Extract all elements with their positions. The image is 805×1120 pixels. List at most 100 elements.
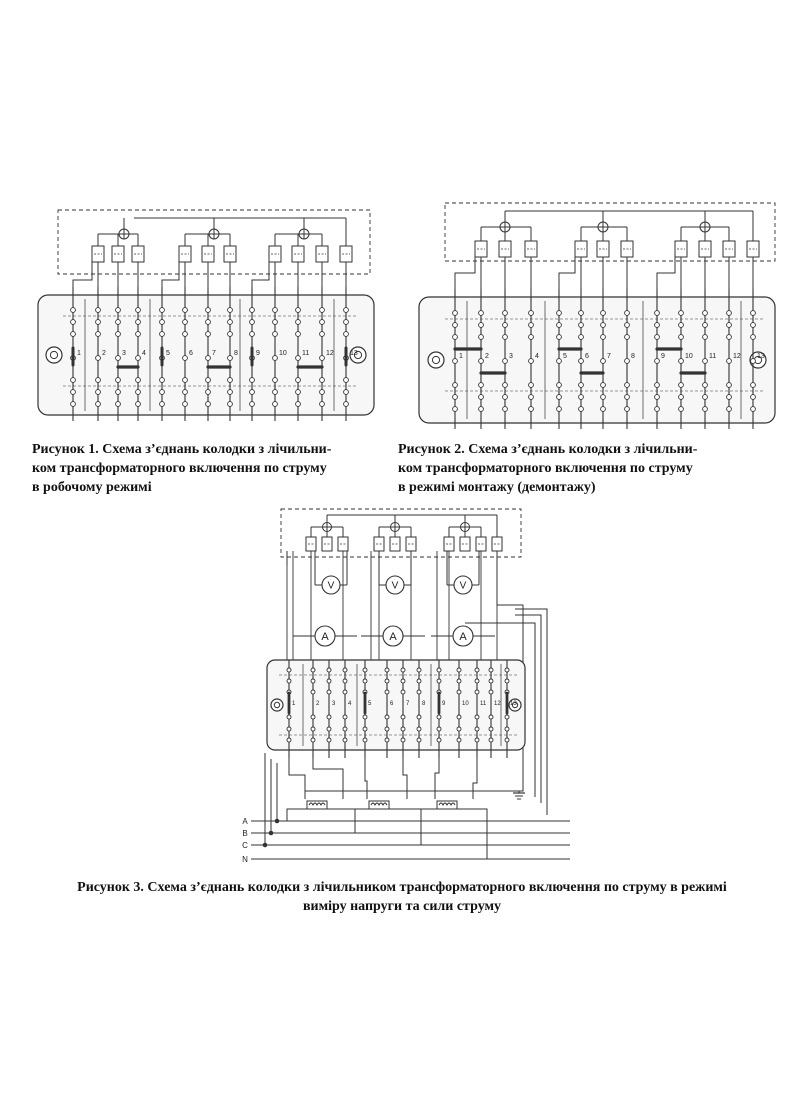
caption-line: Рисунок 2. Схема з’єднань колодки з лічи… bbox=[398, 442, 698, 457]
terminal-contact bbox=[342, 714, 348, 720]
terminal-contact bbox=[654, 358, 660, 364]
terminal-contact bbox=[726, 334, 732, 340]
terminal-contact bbox=[502, 382, 508, 388]
terminal-contact bbox=[159, 331, 165, 337]
voltmeter-symbol: V bbox=[328, 581, 335, 592]
terminal-contact bbox=[600, 322, 606, 328]
terminal-contact bbox=[205, 319, 211, 325]
terminal-contact bbox=[654, 310, 660, 316]
terminal-contact bbox=[205, 355, 211, 361]
terminal-contact bbox=[286, 737, 292, 743]
coil-element bbox=[321, 536, 333, 552]
mounting-hole-inner bbox=[273, 701, 281, 709]
terminal-contact bbox=[556, 310, 562, 316]
terminal-contact bbox=[342, 667, 348, 673]
terminal-contact bbox=[556, 382, 562, 388]
terminal-contact bbox=[478, 382, 484, 388]
terminal-contact bbox=[249, 331, 255, 337]
terminal-contact bbox=[319, 389, 325, 395]
terminal-contact bbox=[182, 331, 188, 337]
terminal-contact bbox=[159, 307, 165, 313]
voltmeter bbox=[321, 575, 341, 595]
terminal-contact bbox=[416, 726, 422, 732]
ground-wire bbox=[304, 790, 520, 799]
terminal-contact bbox=[600, 358, 606, 364]
terminal-contact bbox=[578, 406, 584, 412]
wire bbox=[434, 758, 440, 799]
terminal-contact bbox=[452, 334, 458, 340]
terminal-contact bbox=[750, 382, 756, 388]
terminal-number: 8 bbox=[631, 353, 635, 360]
terminal-contact bbox=[384, 667, 390, 673]
terminal-contact bbox=[504, 737, 510, 743]
terminal-contact bbox=[578, 334, 584, 340]
terminal-contact bbox=[272, 331, 278, 337]
terminal-contact bbox=[70, 331, 76, 337]
terminal-contact bbox=[205, 377, 211, 383]
terminal-contact bbox=[502, 322, 508, 328]
terminal-number: 4 bbox=[348, 701, 352, 707]
terminal-contact bbox=[556, 322, 562, 328]
phase-label: N bbox=[242, 855, 248, 864]
terminal-contact bbox=[400, 737, 406, 743]
terminal-contact bbox=[310, 667, 316, 673]
coil-element bbox=[373, 536, 385, 552]
terminal-contact bbox=[556, 334, 562, 340]
terminal-contact bbox=[362, 737, 368, 743]
terminal-contact bbox=[249, 377, 255, 383]
terminal-contact bbox=[726, 322, 732, 328]
terminal-contact bbox=[362, 667, 368, 673]
terminal-number: 6 bbox=[390, 701, 394, 707]
terminal-contact bbox=[478, 358, 484, 364]
terminal-contact bbox=[272, 389, 278, 395]
terminal-contact bbox=[384, 678, 390, 684]
terminal-number: 6 bbox=[189, 350, 193, 357]
terminal-number: 10 bbox=[685, 353, 693, 360]
terminal-contact bbox=[436, 678, 442, 684]
terminal-contact bbox=[384, 714, 390, 720]
wire bbox=[288, 758, 306, 799]
terminal-contact bbox=[310, 678, 316, 684]
terminal-contact bbox=[456, 689, 462, 695]
terminal-contact bbox=[135, 355, 141, 361]
terminal-contact bbox=[343, 319, 349, 325]
caption-line: в режимі монтажу (демонтажу) bbox=[398, 480, 596, 495]
terminal-contact bbox=[295, 401, 301, 407]
terminal-contact bbox=[286, 714, 292, 720]
terminal-number: 4 bbox=[142, 350, 146, 357]
caption-line: Рисунок 1. Схема з’єднань колодки з лічи… bbox=[32, 442, 332, 457]
ammeter-symbol: A bbox=[459, 631, 467, 643]
terminal-contact bbox=[654, 406, 660, 412]
terminal-contact bbox=[456, 678, 462, 684]
terminal-contact bbox=[400, 667, 406, 673]
terminal-contact bbox=[654, 394, 660, 400]
wire bbox=[472, 758, 478, 799]
terminal-contact bbox=[624, 334, 630, 340]
terminal-contact bbox=[182, 319, 188, 325]
terminal-contact bbox=[326, 714, 332, 720]
terminal-contact bbox=[159, 377, 165, 383]
coil-element bbox=[405, 536, 417, 552]
terminal-number: 11 bbox=[709, 353, 716, 360]
terminal-contact bbox=[578, 310, 584, 316]
terminal-contact bbox=[528, 382, 534, 388]
terminal-contact bbox=[556, 406, 562, 412]
terminal-number: 7 bbox=[406, 701, 410, 707]
terminal-contact bbox=[678, 394, 684, 400]
terminal-contact bbox=[342, 678, 348, 684]
terminal-contact bbox=[295, 319, 301, 325]
terminal-contact bbox=[295, 331, 301, 337]
terminal-contact bbox=[504, 667, 510, 673]
caption-line: ком трансформаторного включення по струм… bbox=[32, 461, 327, 476]
terminal-contact bbox=[624, 322, 630, 328]
terminal-number: 13 bbox=[350, 350, 358, 357]
ammeter-symbol: A bbox=[389, 631, 397, 643]
wire bbox=[364, 758, 368, 799]
terminal-contact bbox=[295, 389, 301, 395]
terminal-contact bbox=[416, 714, 422, 720]
wire bbox=[389, 808, 422, 845]
terminal-contact bbox=[436, 667, 442, 673]
terminal-contact bbox=[488, 737, 494, 743]
